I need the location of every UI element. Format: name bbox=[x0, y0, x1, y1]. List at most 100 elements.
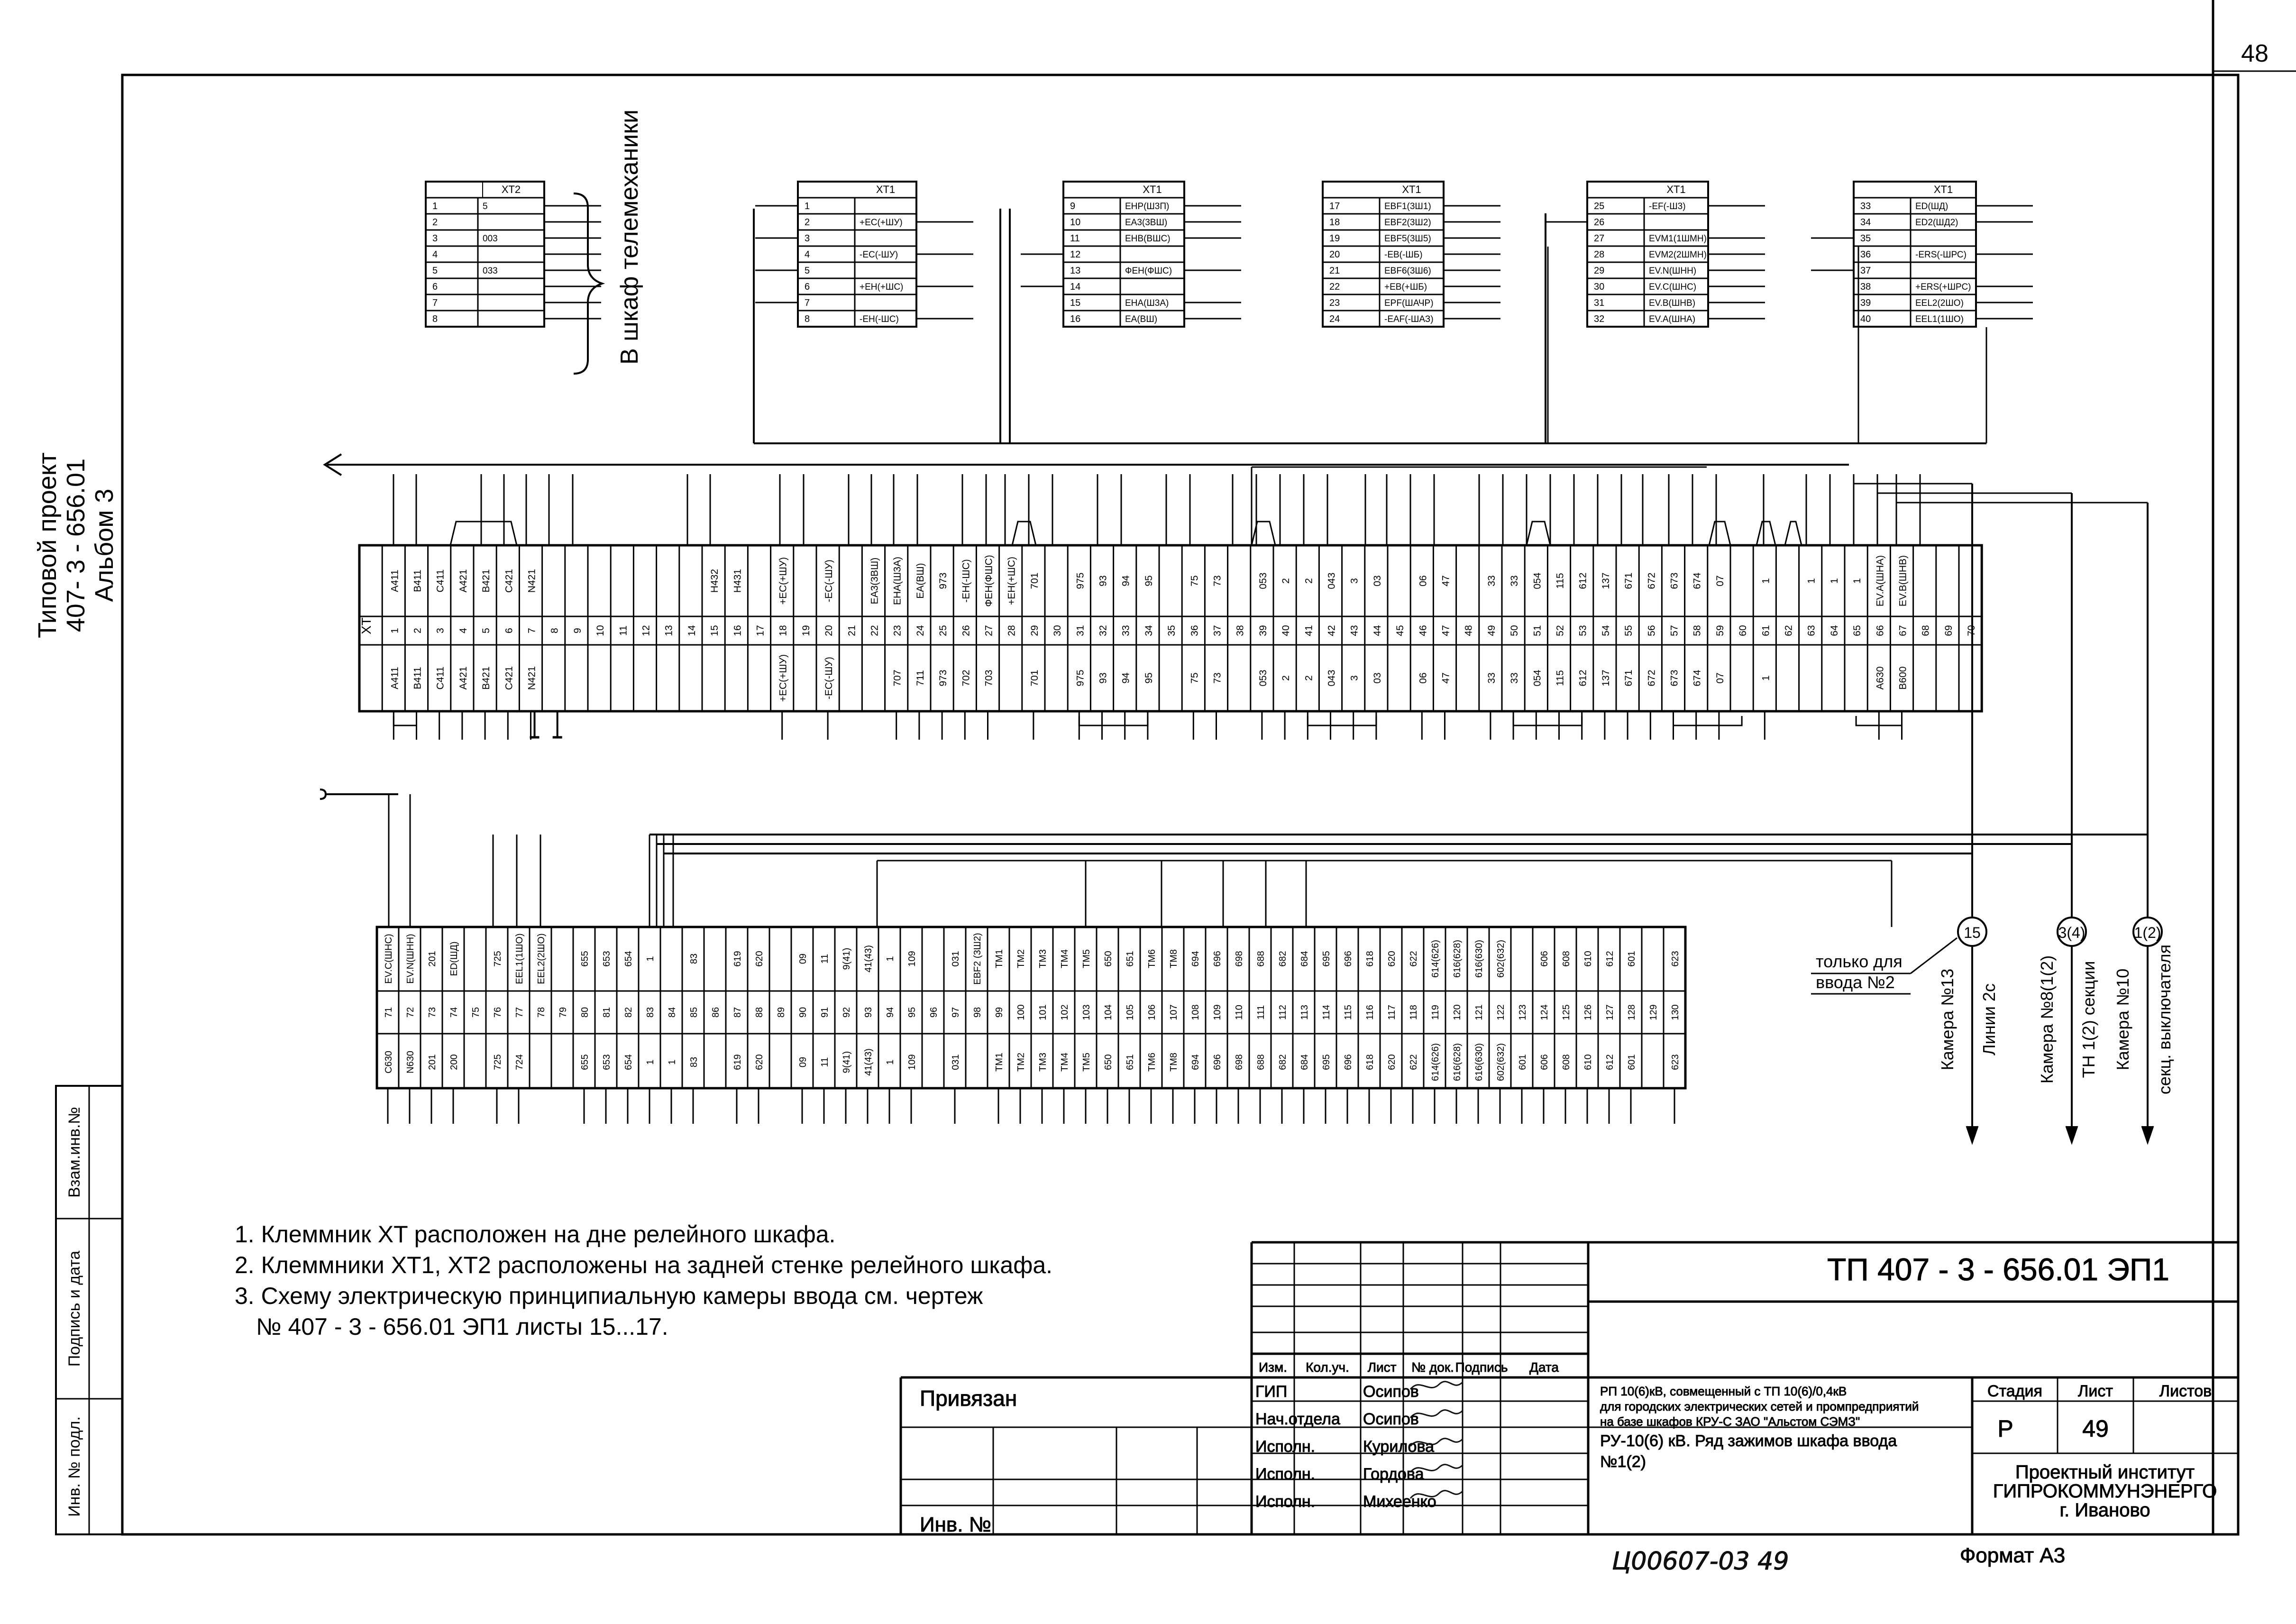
terminal-number: 17 bbox=[1329, 201, 1340, 211]
strip1-bottom-label: +EC(+ШУ) bbox=[778, 654, 789, 702]
terminal-number: 19 bbox=[1329, 233, 1340, 244]
left-stamp-signature: Подпись и дата bbox=[65, 1251, 83, 1367]
strip1-terminal-number: 56 bbox=[1646, 625, 1657, 636]
strip1-top-label: 07 bbox=[1715, 575, 1726, 586]
strip1-bottom-label: 707 bbox=[892, 670, 903, 686]
strip2-bottom-label: 682 bbox=[1278, 1054, 1288, 1070]
strip2-terminal-number: 128 bbox=[1627, 1004, 1637, 1020]
strip2-top-label: 620 bbox=[1387, 951, 1397, 966]
side-title-line3: Альбом 3 bbox=[90, 489, 119, 602]
strip1-bottom-label: 703 bbox=[984, 670, 995, 686]
strip2-top-label: 612 bbox=[1605, 951, 1615, 966]
terminal-label: EA3(3ВШ) bbox=[1125, 218, 1167, 228]
strip1-terminal-number: 33 bbox=[1121, 625, 1132, 636]
strip2-top-label: 601 bbox=[1627, 951, 1637, 966]
jumper bbox=[1855, 716, 1903, 726]
terminal-label: EEL1(1ШО) bbox=[1915, 314, 1964, 324]
stamp-role: Исполн. bbox=[1255, 1493, 1315, 1511]
terminal-strip-xt-continued: EV.C(ШНС)71C630EV.N(ШНН)72N63020173201ED… bbox=[375, 926, 1687, 1124]
arrow-left bbox=[323, 453, 342, 476]
terminal-number: 6 bbox=[805, 282, 810, 292]
strip2-terminal-number: 94 bbox=[885, 1007, 896, 1018]
sheet-number: 48 bbox=[2241, 40, 2269, 67]
strip2-top-label: EV.C(ШНС) bbox=[384, 934, 394, 983]
strip2-top-label: TM8 bbox=[1169, 949, 1179, 968]
strip2-top-label: 614(626) bbox=[1430, 940, 1441, 978]
strip2-terminal-number: 91 bbox=[820, 1007, 830, 1018]
strip2-terminal-number: 125 bbox=[1561, 1004, 1572, 1020]
stamp-header: Подпись bbox=[1455, 1360, 1508, 1375]
strip1-bottom-label: A630 bbox=[1875, 666, 1885, 689]
stamp-stadiya-label: Стадия bbox=[1987, 1382, 2042, 1400]
strip1-top-label: 73 bbox=[1212, 575, 1223, 586]
strip1-terminal-number: 53 bbox=[1578, 625, 1589, 636]
strip1-terminal-number: 1 bbox=[389, 628, 400, 633]
strip2-bottom-label: 601 bbox=[1518, 1054, 1528, 1070]
strip1-top-label: +EH(+ШС) bbox=[1006, 557, 1017, 605]
strip1-bottom-label: C421 bbox=[503, 666, 514, 690]
strip2-bottom-label: 109 bbox=[907, 1054, 917, 1070]
jumper bbox=[1708, 521, 1731, 546]
strip1-top-label: EHA(Ш3А) bbox=[892, 557, 903, 605]
strip1-terminal-number: 58 bbox=[1692, 625, 1703, 636]
strip1-terminal-number: 26 bbox=[960, 625, 971, 636]
cable-label-1: Камера №13 bbox=[1938, 969, 1957, 1070]
terminal-label: EV.C(ШНС) bbox=[1649, 282, 1696, 292]
strip2-bottom-label: 651 bbox=[1125, 1054, 1135, 1070]
strip2-terminal-number: 96 bbox=[929, 1007, 939, 1018]
stamp-header: Изм. bbox=[1259, 1360, 1287, 1375]
strip2-top-label: 41(43) bbox=[863, 945, 874, 973]
terminal-label: EBF2(3Ш2) bbox=[1384, 218, 1431, 228]
strip2-bottom-label: 200 bbox=[449, 1054, 459, 1070]
strip1-terminal-number: 9 bbox=[572, 628, 583, 633]
stamp-role: Исполн. bbox=[1255, 1438, 1315, 1456]
terminal-label: +EH(+ШС) bbox=[860, 282, 903, 292]
strip2-bottom-label: 9(41) bbox=[842, 1051, 852, 1073]
terminal-number: 9 bbox=[1070, 201, 1075, 211]
strip2-top-label: 606 bbox=[1539, 951, 1550, 966]
terminal-number: 36 bbox=[1860, 249, 1871, 260]
terminal-box-title: XT1 bbox=[1666, 184, 1685, 195]
strip1-bottom-label: 93 bbox=[1098, 672, 1109, 683]
strip2-terminal-number: 74 bbox=[449, 1007, 459, 1018]
cable-arrow bbox=[1966, 1126, 1979, 1145]
terminal-number: 24 bbox=[1329, 314, 1340, 324]
terminal-label: -EB(-ШБ) bbox=[1384, 250, 1423, 260]
strip2-bottom-label: 601 bbox=[1627, 1054, 1637, 1070]
strip2-terminal-number: 88 bbox=[754, 1007, 765, 1018]
strip2-bottom-label: 620 bbox=[1387, 1054, 1397, 1070]
terminal-strip-xt: XTA4111A411B4112B411C4113C411A4214A421B4… bbox=[358, 544, 1983, 740]
strip2-top-label: 696 bbox=[1343, 951, 1354, 966]
terminal-label: ED(ШД) bbox=[1915, 202, 1948, 211]
strip2-terminal-number: 73 bbox=[427, 1007, 438, 1018]
terminal-number: 32 bbox=[1594, 314, 1604, 324]
left-stamp-replacement: Взам.инв.№ bbox=[65, 1107, 83, 1198]
strip1-bottom-label: B411 bbox=[412, 667, 423, 689]
strip2-terminal-number: 85 bbox=[689, 1007, 699, 1018]
strip1-top-label: -EH(-ШС) bbox=[960, 559, 971, 603]
side-title-line2: 407- 3 - 656.01 bbox=[62, 459, 90, 632]
terminal-label: EA(ВШ) bbox=[1125, 314, 1157, 324]
strip2-bottom-label: TM3 bbox=[1038, 1053, 1048, 1072]
strip2-terminal-number: 92 bbox=[842, 1007, 852, 1018]
strip1-terminal-number: 60 bbox=[1738, 625, 1748, 636]
terminal-number: 13 bbox=[1070, 266, 1080, 276]
signature bbox=[1409, 1464, 1464, 1473]
strip2-terminal-number: 80 bbox=[580, 1007, 590, 1018]
strip1-terminal-number: 54 bbox=[1601, 625, 1611, 636]
strip1-top-label: 973 bbox=[938, 572, 949, 589]
strip1-bottom-label: 612 bbox=[1578, 670, 1589, 686]
stamp-header: № док. bbox=[1411, 1360, 1454, 1375]
strip2-terminal-number: 105 bbox=[1125, 1004, 1135, 1020]
strip1-terminal-number: 46 bbox=[1418, 625, 1428, 636]
strip1-terminal-number: 37 bbox=[1212, 625, 1223, 636]
strip1-bottom-label: 054 bbox=[1532, 670, 1543, 686]
stamp-privyazan: Привязан bbox=[920, 1386, 1017, 1411]
strip1-terminal-number: 48 bbox=[1464, 625, 1474, 636]
terminal-number: 28 bbox=[1594, 249, 1604, 260]
terminal-number: 27 bbox=[1594, 233, 1604, 244]
strip2-terminal-number: 102 bbox=[1060, 1004, 1070, 1020]
strip2-top-label: 031 bbox=[951, 951, 961, 966]
strip2-top-label: TM5 bbox=[1081, 949, 1092, 968]
